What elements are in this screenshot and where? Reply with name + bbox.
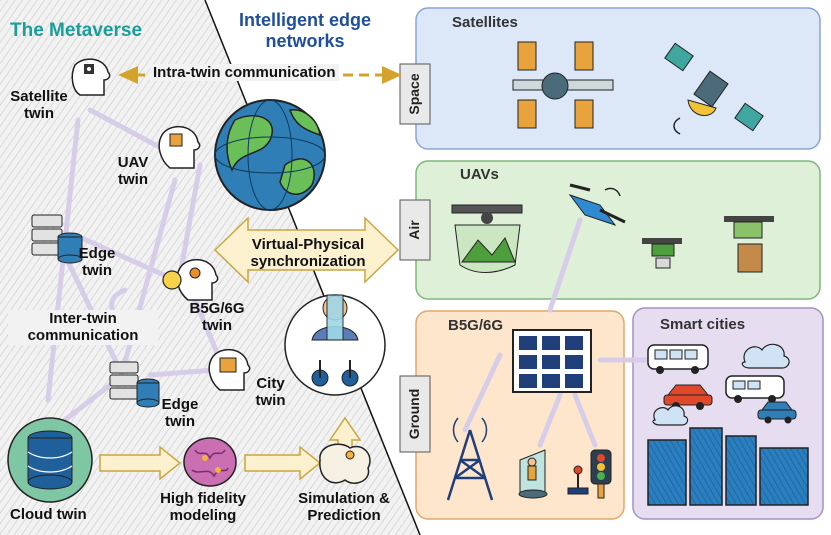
satellite-dish-icon — [664, 42, 764, 135]
b5g-twin-icon — [162, 259, 219, 301]
uavs-label: UAVs — [460, 166, 499, 183]
bus-icon — [647, 344, 709, 374]
bus-icon-2 — [725, 375, 785, 403]
cloud-twin-label: Cloud twin — [10, 506, 87, 523]
space-tag — [399, 63, 431, 125]
car-icon-2 — [757, 401, 797, 424]
ground-tag — [399, 375, 431, 453]
satellite-twin-label: Satellite twin — [10, 88, 68, 123]
satellite-icon — [512, 41, 614, 129]
virtual-physical-arrow — [213, 216, 400, 284]
air-layer-label: Air — [406, 220, 422, 240]
b5g-twin-label: B5G/6G twin — [189, 300, 245, 335]
virtual-physical-label: Virtual-Physical synchronization — [250, 236, 366, 271]
city-twin-label: City twin — [255, 375, 286, 410]
smart-cities-label: Smart cities — [660, 316, 746, 333]
city-twin-icon — [208, 349, 251, 391]
space-layer-label: Space — [406, 73, 422, 115]
metaverse-title: The Metaverse — [10, 20, 143, 41]
ground-layer-label: Ground — [406, 388, 422, 440]
traffic-light-icon — [590, 449, 612, 499]
brain-icon — [183, 437, 237, 487]
grid-antenna-icon — [512, 329, 592, 393]
satellite-twin-icon — [71, 58, 111, 96]
satellites-label: Satellites — [452, 14, 518, 31]
uav-icon-2 — [568, 183, 626, 226]
uav-twin-icon — [158, 126, 201, 169]
uav-icon-4 — [724, 216, 774, 273]
simulation-label: Simulation & Prediction — [298, 490, 390, 525]
high-fidelity-label: High fidelity modeling — [160, 490, 246, 525]
intra-twin-label: Intra-twin communication — [150, 64, 339, 82]
cloud-twin-icon — [7, 417, 93, 503]
uav-icon-1 — [451, 204, 523, 273]
b5g-label: B5G/6G — [448, 317, 504, 334]
hologram-icon — [518, 449, 548, 499]
inter-twin-label: Inter-twin communication — [8, 310, 158, 345]
edge-twin-2-server-icon — [109, 361, 160, 408]
edge-twin-2-label: Edge twin — [161, 396, 199, 431]
cloud-icon — [652, 343, 790, 426]
vr-user-icon — [284, 294, 386, 396]
cell-tower-icon — [446, 417, 494, 501]
simulation-brain-icon — [319, 443, 371, 484]
air-tag — [399, 199, 431, 261]
edge-twin-server-icon — [31, 214, 83, 264]
flow-arrows — [99, 416, 362, 481]
uav-icon-3 — [642, 238, 682, 269]
building-icon — [647, 427, 809, 506]
edge-networks-title: Intelligent edge networks — [238, 10, 371, 51]
globe-icon — [214, 99, 326, 211]
uav-twin-label: UAV twin — [117, 154, 149, 189]
edge-twin-label: Edge twin — [78, 245, 116, 280]
joystick-icon — [567, 465, 589, 495]
